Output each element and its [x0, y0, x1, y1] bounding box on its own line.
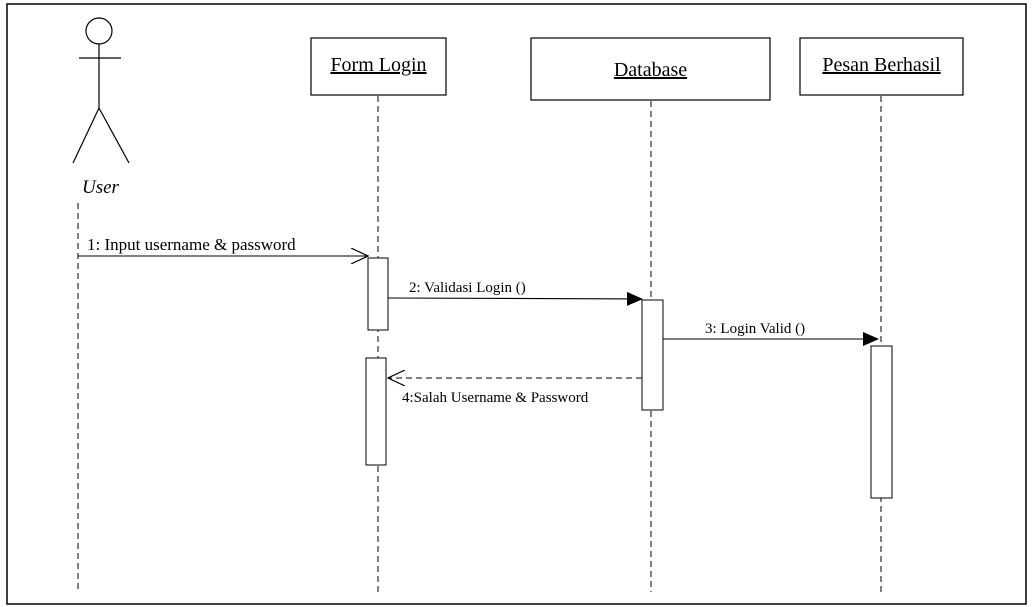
message-3-label: 3: Login Valid ()	[705, 321, 805, 337]
message-1-label: 1: Input username & password	[87, 235, 296, 254]
message-2-label: 2: Validasi Login ()	[409, 280, 526, 296]
object-form-login: Form Login	[310, 37, 447, 96]
object-form-login-label: Form Login	[330, 54, 426, 76]
activation-database	[641, 299, 664, 411]
message-4: 4:Salah Username & Password	[388, 378, 642, 406]
message-1: 1: Input username & password	[78, 235, 368, 256]
activation-pesan-berhasil	[870, 345, 893, 499]
actor-head	[85, 17, 113, 45]
activation-form-login-1	[367, 257, 389, 331]
actor-user: User	[72, 17, 130, 198]
object-pesan-berhasil: Pesan Berhasil	[799, 37, 964, 96]
object-database-label: Database	[614, 59, 687, 81]
message-2: 2: Validasi Login ()	[387, 280, 643, 306]
actor-label: User	[82, 177, 120, 198]
message-3: 3: Login Valid ()	[663, 321, 879, 346]
object-database: Database	[530, 37, 771, 101]
message-2-arrow	[387, 291, 643, 306]
object-pesan-berhasil-label: Pesan Berhasil	[822, 54, 941, 76]
message-4-label: 4:Salah Username & Password	[402, 390, 589, 406]
activation-form-login-2	[365, 357, 387, 466]
diagram-frame	[6, 3, 1027, 605]
